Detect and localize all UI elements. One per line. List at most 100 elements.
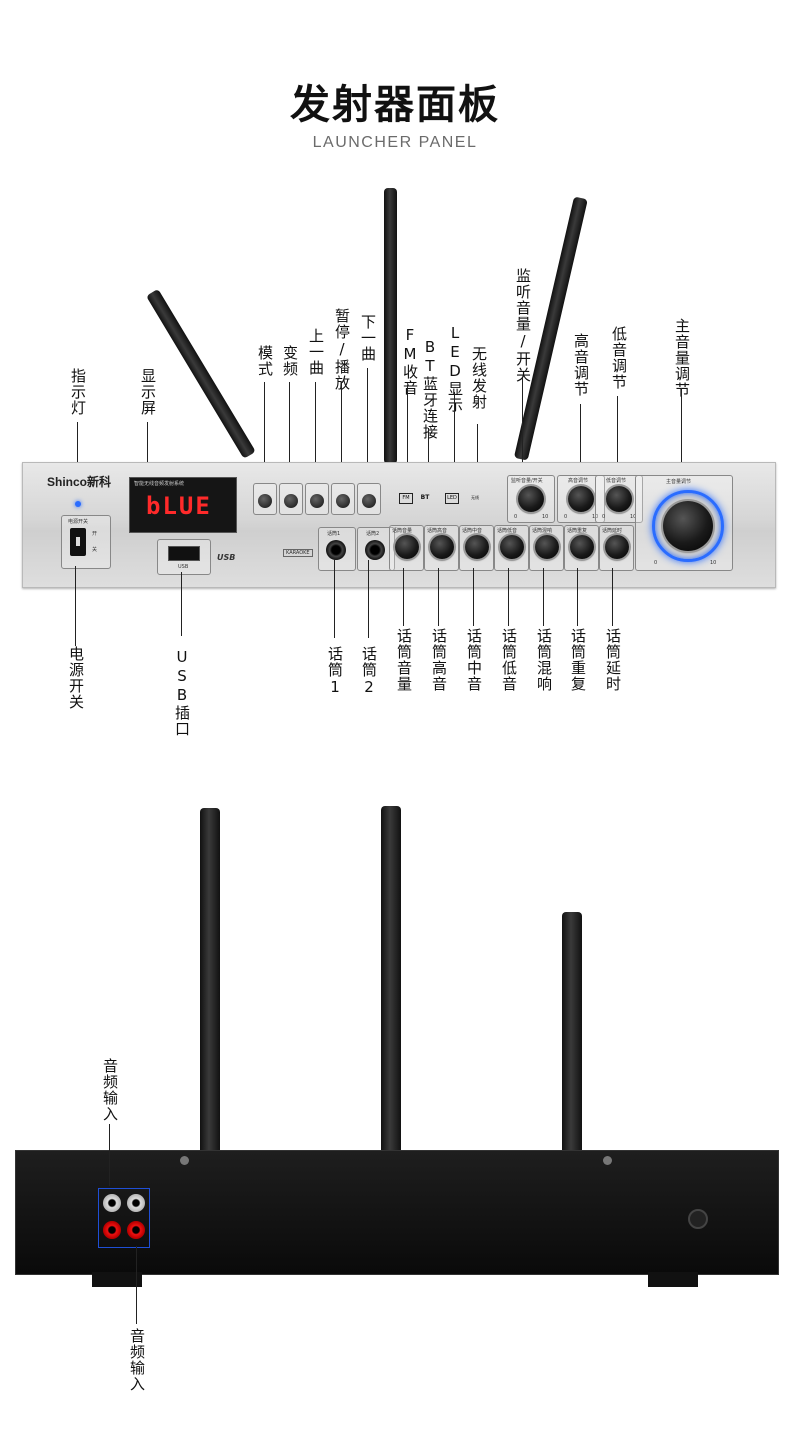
audio-input-right-red[interactable] <box>127 1221 145 1239</box>
mic-mid-knob[interactable] <box>465 535 489 559</box>
power-off-label: 关 <box>92 547 98 553</box>
mic-mid-box-label: 话筒中音 <box>462 528 483 534</box>
callout-usb: USB插口 <box>173 648 191 737</box>
scale-max: 10 <box>542 514 549 520</box>
callout-line <box>403 568 404 626</box>
display-header: 智能无线音频发射系统 <box>134 481 185 487</box>
callout-line <box>617 396 618 478</box>
mic-treble-box: 话筒高音 <box>424 525 459 571</box>
power-box-label: 电源开关 <box>68 519 89 525</box>
rear-panel <box>15 1150 779 1275</box>
front-antenna-left <box>146 288 256 459</box>
front-antenna-center <box>384 188 397 464</box>
mic-delay-box: 话筒延时 <box>599 525 634 571</box>
callout-line <box>181 572 182 636</box>
main-volume-box: 主音量调节 0 10 <box>635 475 733 571</box>
callout-line <box>368 560 369 638</box>
fm-icon: FM <box>399 493 413 504</box>
bass-box-label: 低音调节 <box>606 478 627 484</box>
mic-bass-knob[interactable] <box>500 535 524 559</box>
scale-max: 10 <box>710 560 717 566</box>
callout-line <box>136 1246 137 1324</box>
callout-mic-bass: 话筒低音 <box>500 628 518 692</box>
callout-line <box>477 424 478 486</box>
mode-button-box <box>253 483 277 515</box>
mic-bass-box: 话筒低音 <box>494 525 529 571</box>
play-pause-button[interactable] <box>336 494 350 508</box>
freq-button[interactable] <box>284 494 298 508</box>
next-button[interactable] <box>362 494 376 508</box>
play-button-box <box>331 483 355 515</box>
scale-max: 10 <box>630 514 637 520</box>
prev-button[interactable] <box>310 494 324 508</box>
callout-line <box>522 378 523 480</box>
mic-volume-knob[interactable] <box>395 535 419 559</box>
rear-screw-left <box>180 1156 189 1165</box>
callout-audio-in-bottom: 音频输入 <box>128 1328 146 1392</box>
callout-line <box>438 568 439 626</box>
mic-repeat-knob[interactable] <box>570 535 594 559</box>
callout-fm: FM收音 <box>401 326 419 396</box>
callout-play: 暂停/播放 <box>333 308 351 391</box>
treble-box-label: 高音调节 <box>568 478 589 484</box>
mic-delay-knob[interactable] <box>605 535 629 559</box>
callout-indicator: 指示灯 <box>69 368 87 416</box>
scale-min: 0 <box>654 560 658 566</box>
callout-line <box>407 385 408 485</box>
callout-line <box>454 392 455 486</box>
rear-foot-right <box>648 1272 698 1287</box>
treble-knob[interactable] <box>568 486 594 512</box>
mic2-box-label: 话筒2 <box>366 531 380 537</box>
mic-reverb-box-label: 话筒混响 <box>532 528 553 534</box>
callout-prev: 上一曲 <box>307 328 325 376</box>
callout-mic2: 话筒2 <box>360 646 378 697</box>
wireless-icon: 无线 <box>471 495 479 500</box>
rear-antenna-center <box>381 806 401 1231</box>
callout-line <box>577 568 578 626</box>
callout-line <box>473 568 474 626</box>
display-text: bLUE <box>146 492 212 520</box>
callout-line <box>428 428 429 486</box>
scale-min: 0 <box>564 514 568 520</box>
callout-line <box>147 422 148 490</box>
mic-treble-knob[interactable] <box>430 535 454 559</box>
callout-treble: 高音调节 <box>572 333 590 397</box>
usb-port[interactable] <box>168 546 200 561</box>
audio-input-left-red[interactable] <box>103 1221 121 1239</box>
bass-knob[interactable] <box>606 486 632 512</box>
callout-line <box>681 388 682 480</box>
audio-input-left-white[interactable] <box>103 1194 121 1212</box>
mic-reverb-box: 话筒混响 <box>529 525 564 571</box>
callout-power: 电源开关 <box>67 646 85 710</box>
callout-line <box>109 1124 110 1186</box>
mode-button[interactable] <box>258 494 272 508</box>
callout-main-volume: 主音量调节 <box>673 318 691 398</box>
callout-line <box>75 566 76 646</box>
callout-led: LED显示 <box>446 324 464 413</box>
audio-input-right-white[interactable] <box>127 1194 145 1212</box>
rear-foot-left <box>92 1272 142 1287</box>
callout-line <box>508 568 509 626</box>
mic1-jack[interactable] <box>326 540 346 560</box>
callout-mic-volume: 话筒音量 <box>395 628 413 692</box>
main-volume-knob[interactable] <box>663 501 713 551</box>
monitor-box-label: 监听音量/开关 <box>511 478 543 484</box>
mic-treble-box-label: 话筒高音 <box>427 528 448 534</box>
power-switch[interactable] <box>70 528 86 556</box>
led-icon: LED <box>445 493 459 504</box>
monitor-knob[interactable] <box>518 486 544 512</box>
power-cable <box>688 1209 708 1229</box>
mic2-jack[interactable] <box>365 540 385 560</box>
mic-repeat-box-label: 话筒重复 <box>567 528 588 534</box>
mic-bass-box-label: 话筒低音 <box>497 528 518 534</box>
display-screen: 智能无线音频发射系统 bLUE <box>129 477 237 533</box>
usb-port-box: USB <box>157 539 211 575</box>
page-title: 发射器面板 <box>290 82 500 128</box>
next-button-box <box>357 483 381 515</box>
callout-bt: BT蓝牙连接 <box>421 338 439 440</box>
mic-reverb-knob[interactable] <box>535 535 559 559</box>
callout-monitor: 监听音量/开关 <box>514 268 532 383</box>
callout-line <box>264 382 265 490</box>
freq-button-box <box>279 483 303 515</box>
callout-mic-repeat: 话筒重复 <box>569 628 587 692</box>
